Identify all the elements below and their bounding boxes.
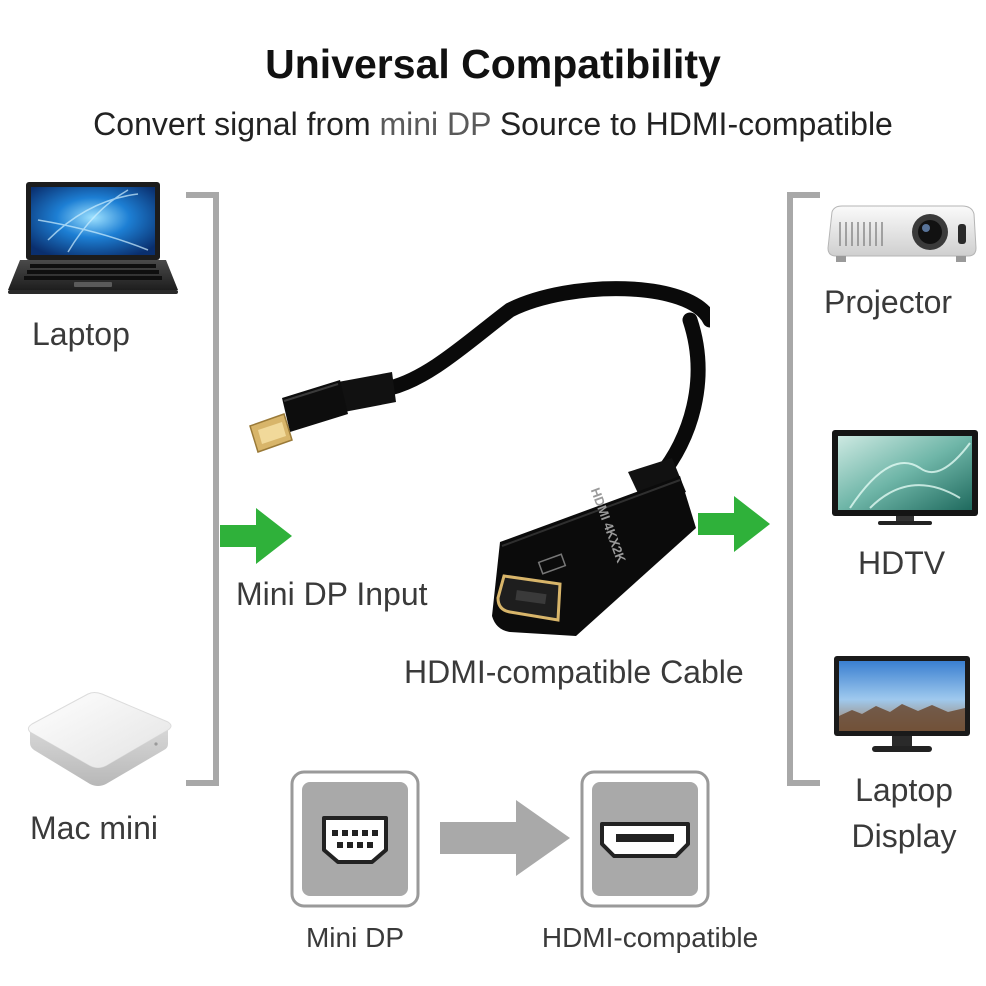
laptop-icon: [8, 182, 178, 294]
source-label-laptop: Laptop: [32, 316, 130, 352]
monitor-icon: [834, 656, 970, 752]
display-label-projector: Projector: [824, 284, 953, 320]
source-label-mac-mini: Mac mini: [30, 810, 159, 846]
projector-icon: [827, 205, 977, 262]
mini-dp-port-icon: [290, 770, 420, 908]
hdtv-icon: [832, 430, 978, 525]
input-label: Mini DP Input: [236, 576, 428, 612]
subtitle-highlight: mini DP: [379, 106, 491, 142]
display-bracket: [787, 192, 820, 786]
display-label-hdtv: HDTV: [858, 545, 946, 581]
cable-label: HDMI-compatible Cable: [404, 654, 744, 690]
display-label-laptop-display-line1: Laptop: [855, 772, 953, 808]
subtitle-suffix: Source to HDMI-compatible: [490, 106, 893, 142]
display-label-laptop-display-line2: Display: [851, 818, 957, 854]
diagram-title: Universal Compatibility: [265, 41, 721, 87]
hdmi-port-icon: [580, 770, 710, 908]
conversion-arrow-icon: [440, 800, 570, 876]
connector-label-hdmi: HDMI-compatible: [541, 922, 759, 953]
source-bracket: [186, 192, 219, 786]
diagram-subtitle: Convert signal from mini DP Source to HD…: [0, 108, 986, 140]
output-arrow-icon: [698, 496, 770, 552]
mac-mini-icon: [27, 692, 172, 786]
connector-label-mini-dp: Mini DP: [305, 922, 404, 953]
input-arrow-icon: [220, 508, 292, 564]
subtitle-prefix: Convert signal from: [93, 106, 380, 142]
adapter-cable-icon: [249, 281, 710, 636]
